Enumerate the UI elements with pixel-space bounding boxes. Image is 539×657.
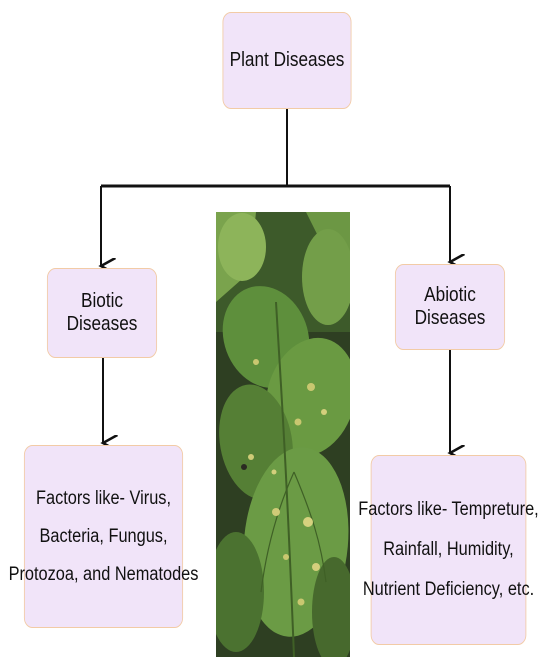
abiotic-factor-line: Rainfall, Humidity, (358, 530, 538, 570)
abiotic-factors-box: Factors like- Tempreture, Rainfall, Humi… (371, 455, 527, 645)
biotic-diseases-label: Biotic Diseases (48, 290, 156, 336)
leaf-photo (216, 212, 350, 657)
biotic-factors-text: Factors like- Virus, Bacteria, Fungus, P… (9, 480, 199, 594)
abiotic-factors-text: Factors like- Tempreture, Rainfall, Humi… (358, 490, 538, 610)
biotic-factor-line: Bacteria, Fungus, (9, 518, 199, 556)
biotic-diseases-box: Biotic Diseases (47, 268, 157, 358)
abiotic-diseases-label: Abiotic Diseases (396, 284, 504, 330)
abiotic-factor-line: Nutrient Deficiency, etc. (358, 570, 538, 610)
plant-diseases-box: Plant Diseases (223, 12, 352, 109)
abiotic-factor-line: Factors like- Tempreture, (358, 490, 538, 530)
biotic-factor-line: Factors like- Virus, (9, 480, 199, 518)
plant-diseases-label: Plant Diseases (230, 49, 345, 72)
biotic-factor-line: Protozoa, and Nematodes (9, 556, 199, 594)
biotic-factors-box: Factors like- Virus, Bacteria, Fungus, P… (24, 445, 183, 628)
abiotic-diseases-box: Abiotic Diseases (395, 264, 505, 350)
